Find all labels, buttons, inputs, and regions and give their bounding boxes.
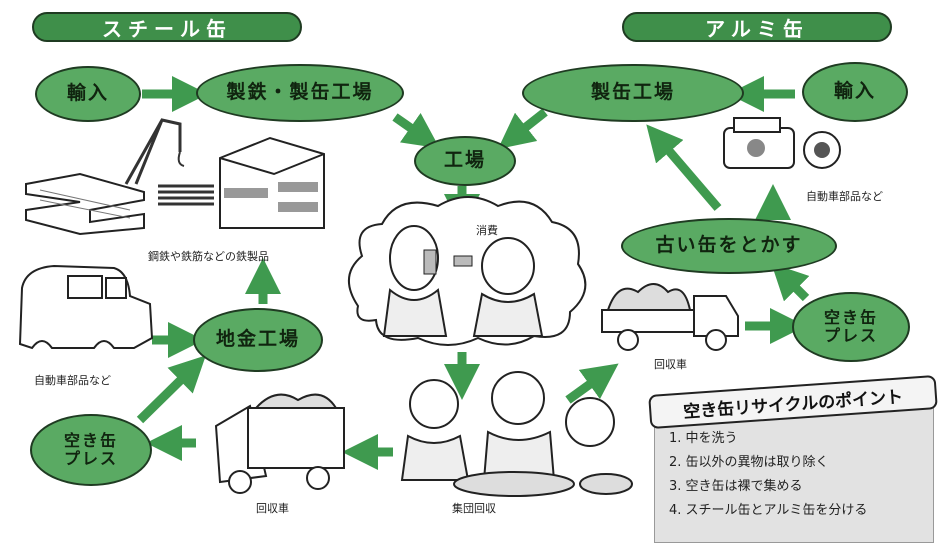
caption-car-parts-left: 自動車部品など <box>34 374 111 387</box>
recycling-points-list: 1. 中を洗う 2. 缶以外の異物は取り除く 3. 空き缶は裸で集める 4. ス… <box>669 427 867 523</box>
consumers-illustration <box>348 196 587 346</box>
arrow-press-to-melt <box>771 263 810 302</box>
recycling-points-box: 空き缶リサイクルのポイント 1. 中を洗う 2. 缶以外の異物は取り除く 3. … <box>648 374 938 543</box>
point-item: 1. 中を洗う <box>669 431 738 446</box>
arrow-press-to-scrap <box>136 355 206 424</box>
node-factory: 工場 <box>414 136 516 186</box>
arrow-collection-to-truck <box>565 363 619 404</box>
crane-illustration <box>124 118 185 185</box>
truck-left-illustration <box>214 393 345 494</box>
arrow-canfactory-to-factory <box>497 108 548 150</box>
point-item: 2. 缶以外の異物は取り除く <box>669 455 829 470</box>
node-scrap-factory: 地金工場 <box>193 308 323 372</box>
collectors-illustration <box>400 371 633 497</box>
steel-beam-illustration <box>25 172 145 236</box>
caption-collection: 集団回収 <box>452 502 496 515</box>
arrow-steelworks-to-factory <box>392 112 440 149</box>
node-steelworks: 製鉄・製缶工場 <box>196 64 404 122</box>
aluminum-can-banner: アルミ缶 <box>622 12 892 42</box>
node-press-right: 空き缶 プレス <box>792 292 910 362</box>
node-melt-old-cans: 古い缶をとかす <box>621 218 837 274</box>
point-item: 3. 空き缶は裸で集める <box>669 479 803 494</box>
caption-truck-left: 回収車 <box>256 502 289 515</box>
caption-car-parts-right: 自動車部品など <box>806 190 883 203</box>
node-press-left: 空き缶 プレス <box>30 414 152 486</box>
caption-truck-right: 回収車 <box>654 358 687 371</box>
point-item: 4. スチール缶とアルミ缶を分ける <box>669 503 868 518</box>
arrow-melt-to-canfactory <box>646 124 722 211</box>
car-body-illustration <box>18 264 154 350</box>
caption-steel-products: 鋼鉄や鉄筋などの鉄製品 <box>148 250 269 263</box>
steel-can-banner: スチール缶 <box>32 12 302 42</box>
steel-building-illustration <box>158 136 325 229</box>
node-import-left: 輸入 <box>35 66 141 122</box>
engine-parts-illustration <box>723 117 841 169</box>
node-can-factory: 製缶工場 <box>522 64 744 122</box>
node-import-right: 輸入 <box>802 62 908 122</box>
truck-right-illustration <box>601 283 739 351</box>
caption-consumption: 消費 <box>476 224 498 237</box>
